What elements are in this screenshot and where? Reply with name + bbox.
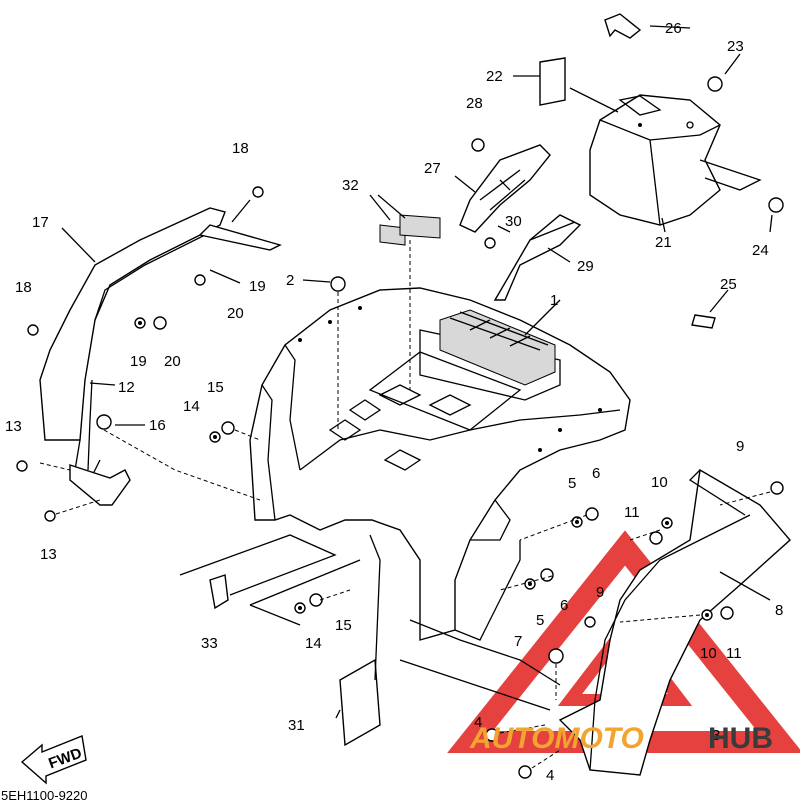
callout-14a: 14 [183,398,200,415]
callout-6a: 6 [592,465,600,482]
callout-19a: 19 [249,278,266,295]
callout-28: 28 [466,95,483,112]
callout-20a: 20 [227,305,244,322]
callout-32: 32 [342,177,359,194]
callout-27: 27 [424,160,441,177]
stay-29 [493,214,582,301]
callout-11b: 11 [726,645,742,662]
callout-15b: 15 [335,617,352,634]
fasteners [16,76,784,779]
callout-15a: 15 [207,379,224,396]
callout-19b: 19 [130,353,147,370]
callout-23: 23 [727,38,744,55]
callout-8: 8 [775,602,783,619]
clip-26 [604,13,642,39]
callout-16: 16 [149,417,166,434]
callout-25: 25 [720,276,737,293]
callout-30: 30 [505,213,522,230]
watermark-part2: HUB [708,722,773,755]
callout-5a: 5 [568,475,576,492]
watermark-text: AUTOMOTO HUB [469,722,773,755]
clip-33 [209,574,229,610]
callout-10b: 10 [700,645,717,662]
callout-14b: 14 [305,635,322,652]
callout-9a: 9 [736,438,744,455]
callout-22: 22 [486,68,503,85]
callout-18a: 18 [232,140,249,157]
callouts: 1 2 3 4 4 5 5 6 6 7 8 9 9 10 10 11 11 12… [5,20,783,784]
pad-25 [691,314,716,329]
bracket-27 [459,144,551,233]
callout-29: 29 [577,258,594,275]
left-bracket [69,224,282,506]
callout-9b: 9 [596,584,604,601]
seal-32 [379,214,441,246]
callout-13b: 13 [40,546,57,563]
callout-11a: 11 [624,504,640,521]
fwd-arrow: FWD [20,735,87,785]
callout-2: 2 [286,272,294,289]
callout-10a: 10 [651,474,668,491]
leader-lines [39,25,773,769]
callout-26: 26 [665,20,682,37]
callout-1: 1 [550,292,558,309]
diagram-code: 5EH1100-9220 [1,788,88,802]
callout-17: 17 [32,214,49,231]
callout-4a: 4 [474,714,482,731]
rear-fender [249,287,631,641]
watermark-part1: AUTOMOTO [469,722,644,755]
callout-7: 7 [514,633,522,650]
callout-18b: 18 [15,279,32,296]
right-mud-flap [558,468,791,776]
callout-13a: 13 [5,418,22,435]
callout-5b: 5 [536,612,544,629]
callout-12: 12 [118,379,135,396]
callout-21: 21 [655,234,672,251]
callout-31: 31 [288,717,305,734]
callout-20b: 20 [164,353,181,370]
plate-22 [539,57,566,106]
callout-24: 24 [752,242,769,259]
callout-4b: 4 [546,767,554,784]
label-31 [339,658,381,747]
callout-33: 33 [201,635,218,652]
left-mud-flap [39,207,226,481]
storage-box [589,94,762,226]
callout-6b: 6 [560,597,568,614]
callout-3: 3 [712,727,720,744]
